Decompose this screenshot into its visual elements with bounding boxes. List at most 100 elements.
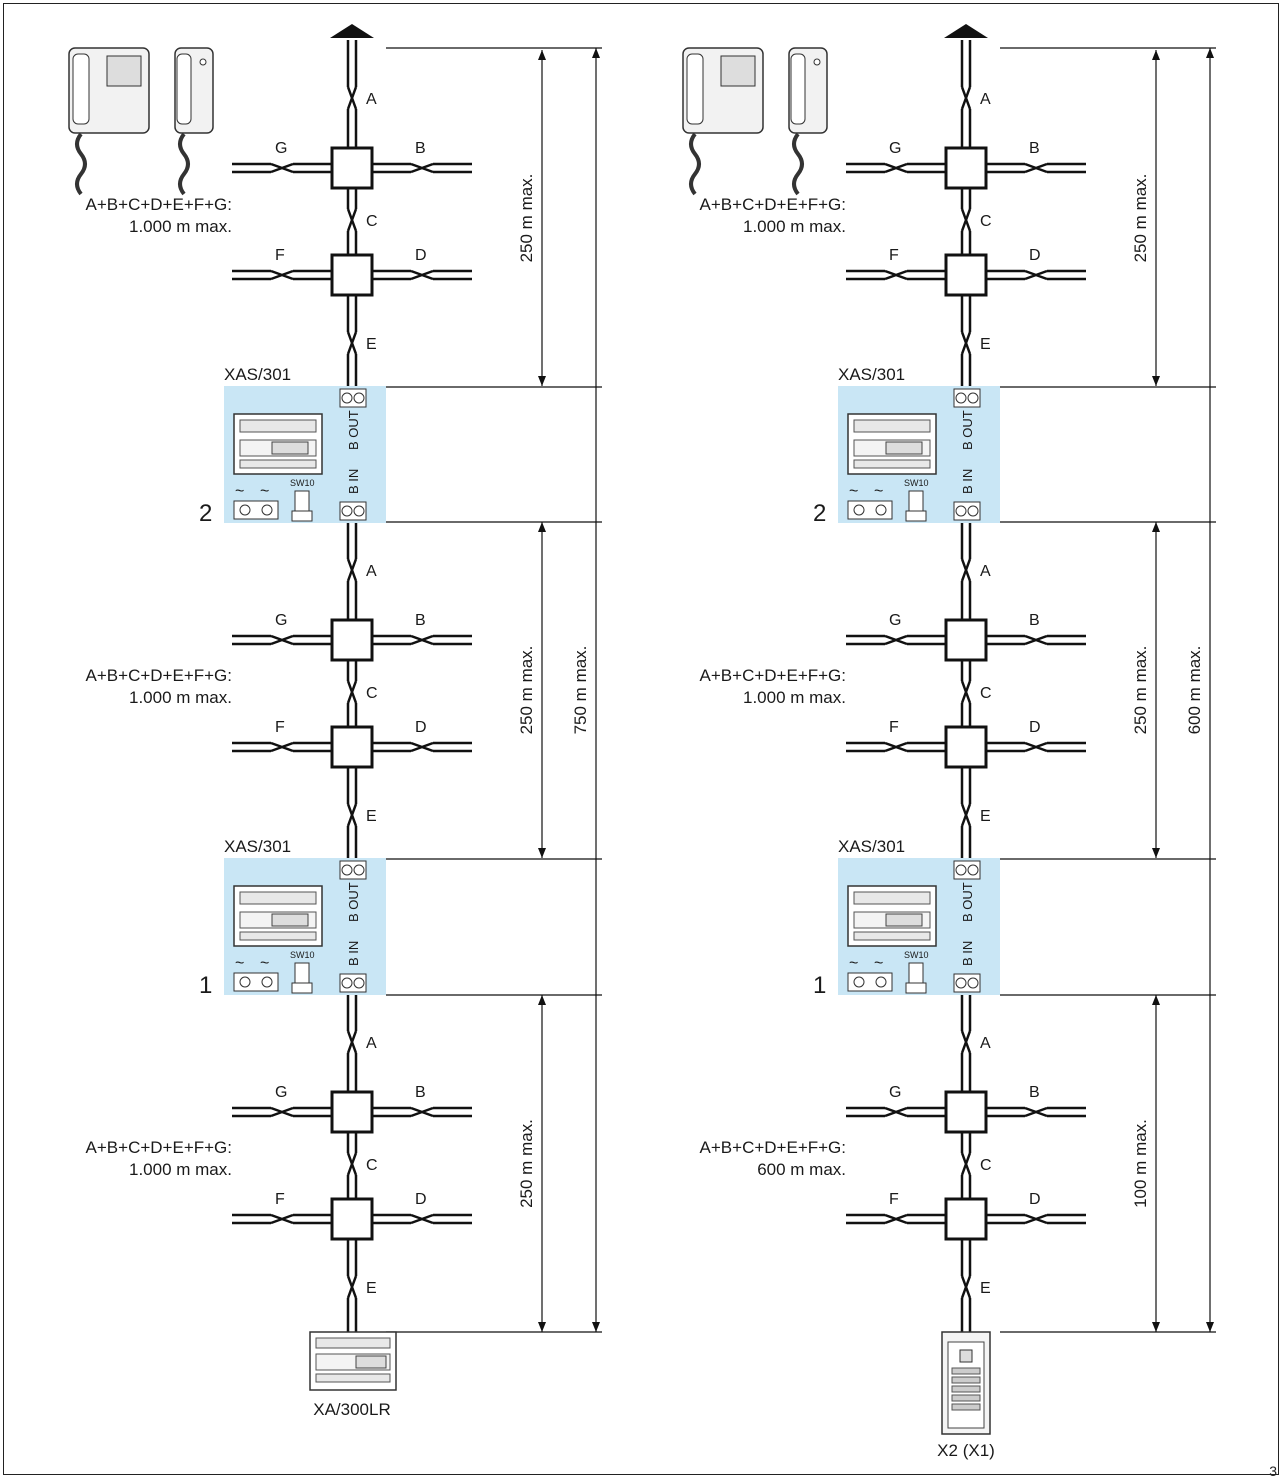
junction-box-body [330, 253, 374, 297]
wire-label: D [1029, 247, 1041, 264]
ac-symbol: ~ [235, 483, 244, 500]
wire-label: F [889, 247, 899, 264]
videophone-icon [682, 47, 764, 196]
wire-label-a: A [980, 1035, 991, 1052]
cable-length-note: A+B+C+D+E+F+G:1.000 m max. [86, 666, 232, 707]
sw10-switch: SW10 [290, 478, 315, 522]
wire-label-c: C [980, 1157, 992, 1174]
junction-box-body [944, 1197, 988, 1241]
wire-label: D [415, 247, 427, 264]
ac-symbol: ~ [849, 483, 858, 500]
sw10-switch: SW10 [904, 950, 929, 994]
b-in-label: B IN [960, 469, 975, 494]
wire-label: G [889, 140, 901, 157]
total-dimension: 750 m max. [571, 48, 600, 1332]
cable-max: 1.000 m max. [129, 1160, 232, 1179]
segment-dimension-label: 250 m max. [1131, 174, 1150, 263]
total-dimension-label: 600 m max. [1185, 646, 1204, 735]
module-number: 1 [199, 972, 212, 999]
wire-label: B [1029, 140, 1040, 157]
switch-label: SW10 [904, 478, 929, 488]
wire-label-e: E [980, 336, 991, 353]
ac-symbol: ~ [849, 955, 858, 972]
cable-length-note: A+B+C+D+E+F+G:1.000 m max. [700, 195, 846, 236]
segment-dimension: 250 m max. [517, 50, 546, 386]
cable-sum: A+B+C+D+E+F+G: [700, 195, 846, 214]
bus-terminals: B OUT B IN [339, 388, 367, 521]
module-name: XAS/301 [224, 837, 291, 856]
bottom-device-label: XA/300LR [313, 1400, 391, 1419]
bottom-device: X2 (X1) [937, 1331, 995, 1460]
segment-dimension-label: 250 m max. [517, 174, 536, 263]
cable-sum: A+B+C+D+E+F+G: [86, 195, 232, 214]
b-out-label: B OUT [346, 882, 361, 922]
b-out-label: B OUT [960, 410, 975, 450]
b-out-label: B OUT [346, 410, 361, 450]
wire-label: F [275, 247, 285, 264]
power-supply-icon [847, 413, 937, 475]
module-number: 2 [813, 500, 826, 527]
handset-icon [788, 47, 828, 196]
ac-symbol: ~ [235, 955, 244, 972]
wire-label-c: C [366, 1157, 378, 1174]
junction-box-body [330, 618, 374, 662]
bottom-device: XA/300LR [309, 1331, 397, 1419]
wire-label: B [1029, 612, 1040, 629]
ac-terminal: ~~ [233, 483, 279, 520]
junction-box-body [944, 146, 988, 190]
cable-max: 1.000 m max. [743, 688, 846, 707]
handsets [68, 47, 214, 196]
cable-length-note: A+B+C+D+E+F+G:1.000 m max. [86, 195, 232, 236]
segment-dimension-label: 250 m max. [517, 1119, 536, 1208]
segment-dimension: 250 m max. [517, 522, 546, 858]
wire-label-e: E [366, 1280, 377, 1297]
entrance-panel-icon [941, 1331, 991, 1435]
power-supply-icon [233, 413, 323, 475]
junction-box-body [330, 146, 374, 190]
wire-label-a: A [366, 563, 377, 580]
module-number: 2 [199, 500, 212, 527]
wire-label-a: A [366, 91, 377, 108]
wire-label-c: C [366, 213, 378, 230]
ac-symbol: ~ [874, 483, 883, 500]
sw10-switch: SW10 [904, 478, 929, 522]
segment-dimension: 250 m max. [1131, 522, 1160, 858]
junction-box-body [330, 1090, 374, 1134]
wire-label-e: E [980, 1280, 991, 1297]
bottom-device-label: X2 (X1) [937, 1441, 995, 1460]
b-out-label: B OUT [960, 882, 975, 922]
junction-box-body [944, 1090, 988, 1134]
cable-length-note: A+B+C+D+E+F+G:600 m max. [700, 1138, 846, 1179]
b-in-label: B IN [346, 469, 361, 494]
wire-label-a: A [980, 563, 991, 580]
switch-label: SW10 [290, 950, 315, 960]
wire-label: B [415, 140, 426, 157]
junction-box-body [330, 1197, 374, 1241]
wire-label: D [415, 1191, 427, 1208]
wire-label: F [889, 719, 899, 736]
wire-label: D [1029, 1191, 1041, 1208]
cable-max: 1.000 m max. [129, 688, 232, 707]
handsets [682, 47, 828, 196]
segment-dimension-label: 250 m max. [1131, 646, 1150, 735]
ac-terminal: ~~ [847, 483, 893, 520]
